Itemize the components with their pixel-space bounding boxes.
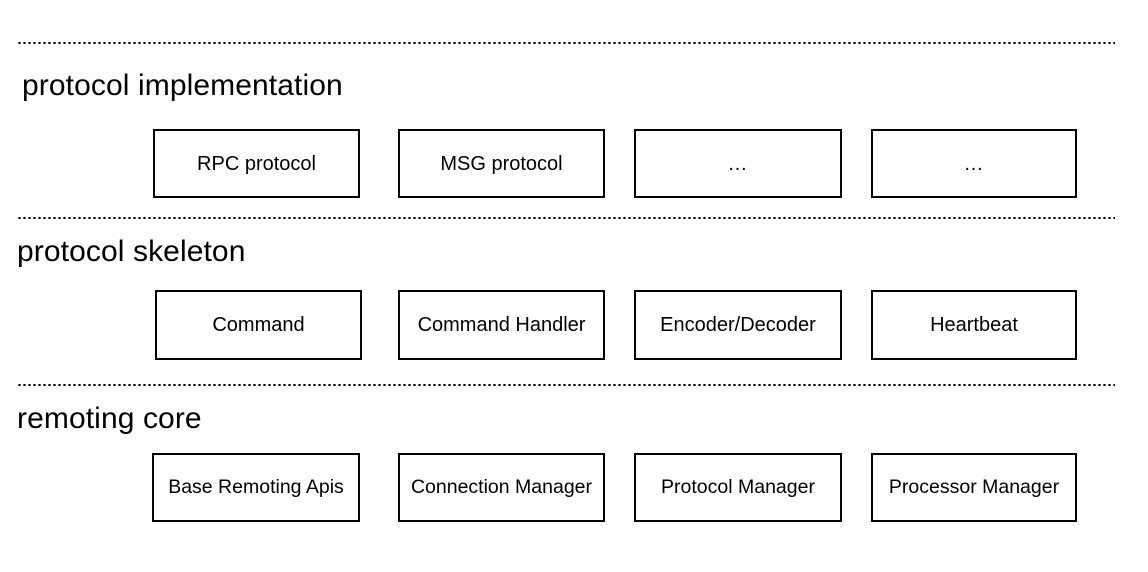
layer-title-protocol-implementation: protocol implementation [22, 69, 343, 102]
box-base-remoting-apis[interactable]: Base Remoting Apis [152, 453, 360, 522]
box-protocol-placeholder-2[interactable]: … [871, 129, 1077, 198]
box-label: Connection Manager [410, 475, 593, 498]
box-label: RPC protocol [197, 152, 316, 175]
box-protocol-placeholder-1[interactable]: … [634, 129, 842, 198]
layer-title-protocol-skeleton: protocol skeleton [17, 235, 246, 268]
box-command-handler[interactable]: Command Handler [398, 290, 605, 360]
box-label: … [727, 152, 749, 175]
box-label: Protocol Manager [661, 475, 815, 498]
box-rpc-protocol[interactable]: RPC protocol [153, 129, 360, 198]
box-msg-protocol[interactable]: MSG protocol [398, 129, 605, 198]
box-processor-manager[interactable]: Processor Manager [871, 453, 1077, 522]
box-protocol-manager[interactable]: Protocol Manager [634, 453, 842, 522]
box-label: Encoder/Decoder [660, 314, 816, 336]
layer-divider-middle-lower [17, 384, 1115, 386]
box-label: Command [212, 314, 305, 336]
box-label: Processor Manager [888, 475, 1060, 498]
box-heartbeat[interactable]: Heartbeat [871, 290, 1077, 360]
layer-divider-top [17, 42, 1115, 44]
box-label: Base Remoting Apis [168, 475, 344, 498]
box-label: Heartbeat [930, 314, 1018, 336]
box-label: Command Handler [417, 314, 586, 336]
layer-title-remoting-core: remoting core [17, 402, 202, 435]
box-command[interactable]: Command [155, 290, 362, 360]
box-label: … [963, 152, 985, 175]
layer-divider-middle-upper [17, 217, 1115, 219]
box-connection-manager[interactable]: Connection Manager [398, 453, 605, 522]
box-encoder-decoder[interactable]: Encoder/Decoder [634, 290, 842, 360]
box-label: MSG protocol [440, 152, 563, 175]
